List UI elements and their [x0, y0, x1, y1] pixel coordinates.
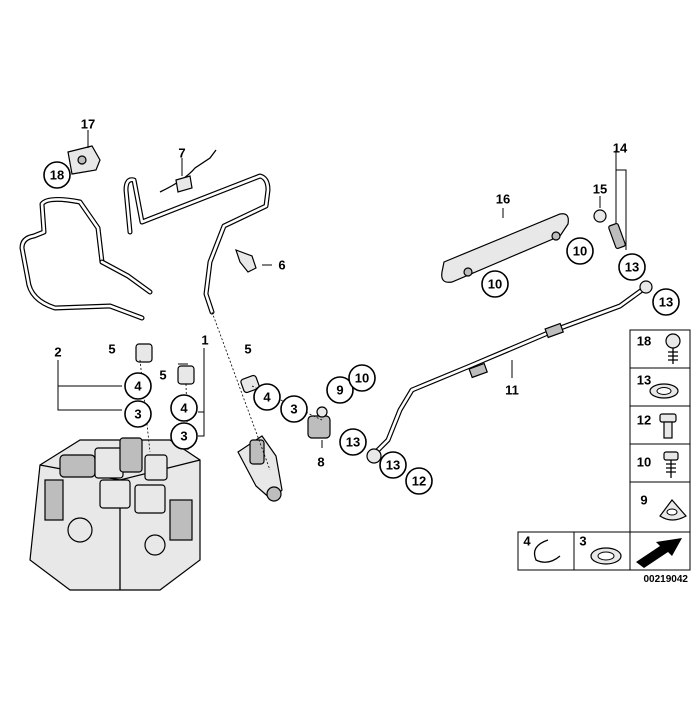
clamp-17: [67, 145, 101, 175]
brake-pipe-1: [123, 173, 271, 315]
callout-5b: 5: [159, 368, 166, 383]
callout-16: 16: [496, 192, 510, 207]
callout-11: 11: [505, 383, 519, 398]
grommet-5a: [135, 343, 153, 363]
bracket-16: [441, 213, 569, 283]
callout-7: 7: [178, 146, 185, 161]
svg-text:4: 4: [523, 534, 531, 549]
svg-text:9: 9: [640, 493, 647, 508]
svg-text:12: 12: [637, 413, 651, 428]
legend-box-18: 18: [629, 329, 691, 369]
legend-box-4: 4: [517, 531, 575, 571]
legend-box-9: 9: [629, 481, 691, 533]
callout-13a: 13: [346, 435, 360, 450]
callout-13d: 13: [659, 295, 673, 310]
callout-13c: 13: [625, 260, 639, 275]
svg-text:13: 13: [637, 373, 651, 388]
callout-4c: 4: [263, 390, 271, 405]
fitting-14: [608, 222, 626, 250]
callout-3b: 3: [180, 429, 187, 444]
callout-13b: 13: [386, 458, 400, 473]
grommet-5b: [177, 365, 195, 385]
callout-9: 9: [336, 383, 343, 398]
grommet-5c: [240, 374, 260, 394]
legend-box-12: 12: [629, 405, 691, 445]
master-cylinder: [237, 435, 283, 502]
callout-2: 2: [54, 345, 61, 360]
banjo-fitting-8: [307, 406, 382, 464]
callout-10b: 10: [488, 277, 502, 292]
callout-17: 17: [81, 117, 95, 132]
callout-5c: 5: [244, 342, 251, 357]
legend-box-13: 13: [629, 367, 691, 407]
legend-box-3: 3: [573, 531, 631, 571]
brake-pipe-11: [373, 280, 653, 455]
abs-hydraulic-unit: [29, 437, 201, 591]
callout-14: 14: [613, 141, 628, 156]
callout-4b: 4: [180, 401, 188, 416]
callout-8: 8: [317, 455, 324, 470]
callout-3a: 3: [134, 407, 141, 422]
callout-18: 18: [50, 168, 64, 183]
svg-text:10: 10: [637, 455, 651, 470]
legend-box-10: 10: [629, 443, 691, 483]
clip-6: [235, 248, 257, 273]
callout-10a: 10: [355, 371, 369, 386]
callout-12: 12: [412, 474, 426, 489]
diagram-id: 00219042: [644, 574, 689, 585]
bleeder-15: [593, 209, 607, 223]
callout-3c: 3: [290, 402, 297, 417]
callout-6: 6: [278, 258, 285, 273]
svg-text:18: 18: [637, 334, 651, 349]
callout-5a: 5: [108, 342, 115, 357]
callout-10c: 10: [573, 244, 587, 259]
callout-1: 1: [201, 333, 208, 348]
callout-15: 15: [593, 182, 607, 197]
callout-4a: 4: [134, 379, 142, 394]
sensor-7: [159, 149, 217, 193]
legend-box-arrow: [629, 531, 691, 571]
svg-text:3: 3: [579, 534, 586, 549]
brake-pipe-2: [19, 196, 153, 321]
